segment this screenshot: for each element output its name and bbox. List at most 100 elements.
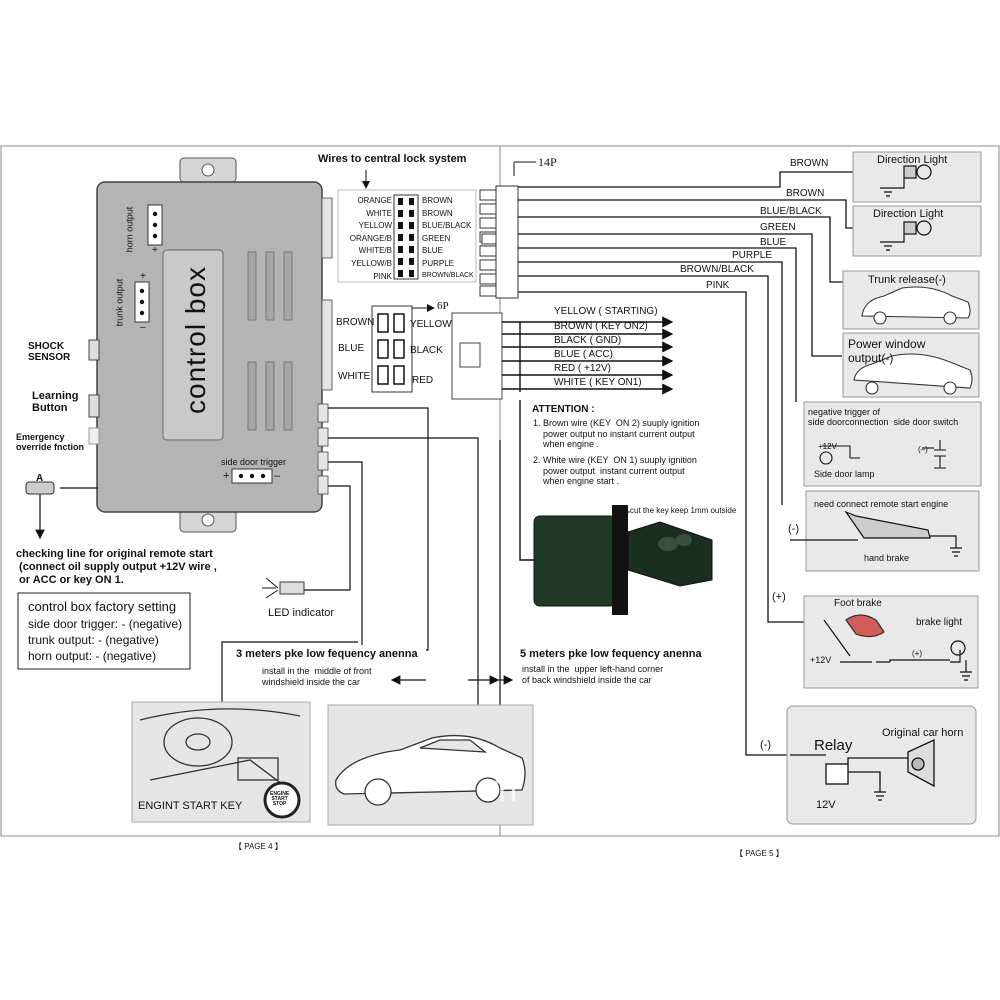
central-lock-title: Wires to central lock system: [318, 153, 467, 165]
six-pin-right-0: YELLOW: [410, 319, 452, 330]
direction-light-1-label: Direction Light: [877, 154, 948, 166]
cl-left-6: PINK: [373, 271, 392, 281]
ignition-wire-1: BROWN ( KEY ON2): [554, 321, 648, 332]
relay-label: Relay: [814, 737, 853, 754]
front-antenna-desc: install in the middle of front windshiel…: [262, 666, 372, 687]
ignition-wire-2: BLACK ( GND): [554, 335, 622, 346]
minus-label-hand: (-): [788, 523, 799, 535]
side-door-minus: (–): [918, 445, 928, 454]
six-pin-right-1: BLACK: [410, 345, 443, 356]
control-box-label-panel: [162, 249, 224, 441]
rear-antenna-desc: install in the upper left-hand corner of…: [522, 664, 664, 685]
six-pin-left-0: BROWN: [336, 317, 375, 328]
side-door-minus: –: [274, 470, 281, 482]
side-door-trigger-label: side door trigger: [221, 457, 287, 467]
fp-wire-3: GREEN: [760, 222, 796, 233]
control-box-title: control box: [180, 266, 211, 414]
ignition-wire-4: RED ( +12V): [554, 363, 611, 374]
central-lock-right-labels: BROWN BROWN BLUE/BLACK GREEN BLUE PURPLE…: [422, 196, 474, 284]
direction-light-2-label: Direction Light: [873, 208, 944, 220]
horn-plus: +: [152, 245, 158, 256]
foot-plus-label: (+): [912, 649, 922, 658]
cl-right-3: GREEN: [422, 233, 451, 243]
power-window-label: Power window output(-): [848, 337, 926, 365]
watermark: m 88.com: [486, 768, 748, 810]
side-door-lamp-label: Side door lamp: [814, 469, 875, 479]
cl-left-2: YELLOW: [358, 221, 392, 231]
six-pin-right-2: RED: [412, 375, 434, 386]
fp-wire-4: BLUE: [760, 237, 787, 248]
cl-left-5: YELLOW/B: [351, 258, 392, 268]
page-number-right: 【 PAGE 5 】: [735, 849, 784, 858]
fourteen-pin-label: 14P: [538, 155, 557, 169]
central-lock-frame: [337, 189, 477, 283]
side-door-panel: [803, 401, 982, 487]
fourteen-pin-connector: [495, 185, 519, 299]
start-button-label: ENGINE START STOP: [270, 791, 290, 807]
cl-right-6: BROWN/BLACK: [422, 271, 474, 279]
engine-start-key-label: ENGINT START KEY: [138, 800, 243, 812]
fp-wire-2: BLUE/BLACK: [760, 206, 822, 217]
trunk-release-label: Trunk release(-): [868, 274, 946, 286]
cl-right-5: PURPLE: [422, 258, 455, 268]
cl-left-0: ORANGE: [357, 196, 392, 205]
cl-right-1: BROWN: [422, 208, 453, 218]
factory-setting-line-3: horn output: - (negative): [28, 649, 157, 663]
cl-right-2: BLUE/BLACK: [422, 221, 472, 231]
remote-start-title: need connect remote start engine: [814, 499, 949, 509]
relay-12v-label: 12V: [816, 799, 836, 811]
trunk-output-label: trunk output: [114, 278, 125, 327]
horn-label: Original car horn: [882, 727, 964, 739]
central-lock-left-labels: ORANGE WHITE YELLOW ORANGE/B WHITE/B YEL…: [340, 196, 392, 284]
direction-light-panel-2: [852, 205, 982, 257]
foot-12v-label: +12V: [810, 655, 832, 665]
cl-right-0: BROWN: [422, 196, 453, 205]
fp-wire-5: PURPLE: [732, 250, 773, 261]
fp-wire-0: BROWN: [790, 158, 829, 169]
engine-start-button-graphic: [263, 781, 301, 819]
fp-wire-6: BROWN/BLACK: [680, 264, 754, 275]
ignition-wire-5: WHITE ( KEY ON1): [554, 377, 642, 388]
foot-brake-panel: [803, 595, 979, 689]
hand-brake-label: hand brake: [864, 553, 910, 563]
ignition-wire-0: YELLOW ( STARTING): [554, 306, 658, 317]
cl-left-1: WHITE: [366, 208, 392, 218]
factory-setting-title: control box factory setting: [28, 599, 177, 614]
attention-item-2: 2. White wire (KEY ON 1) suuply ignition…: [533, 455, 697, 486]
direction-light-panel-1: [852, 151, 982, 203]
ignition-cylinder: [533, 515, 617, 607]
trunk-plus: +: [140, 271, 146, 282]
side-door-12v: +12V: [818, 442, 837, 451]
emergency-override-label: Emergency override fnction: [16, 432, 85, 452]
six-pin-label: 6P: [437, 300, 449, 312]
ignition-wire-3: BLUE ( ACC): [554, 349, 613, 360]
six-pin-left-1: BLUE: [338, 343, 365, 354]
learning-button-label: Learning Button: [32, 390, 79, 414]
cl-left-4: WHITE/B: [358, 246, 392, 256]
fp-wire-1: BROWN: [786, 188, 825, 199]
trunk-minus: –: [140, 322, 146, 333]
horn-output-label: horn output: [124, 206, 135, 253]
fp-wire-7: PINK: [706, 280, 730, 291]
a-marker: A: [36, 473, 44, 484]
cl-right-4: BLUE: [422, 246, 443, 256]
six-pin-left-2: WHITE: [338, 371, 371, 382]
cl-left-3: ORANGE/B: [349, 233, 392, 243]
factory-setting-line-2: trunk output: - (negative): [28, 633, 159, 647]
factory-setting-line-1: side door trigger: - (negative): [28, 617, 183, 631]
factory-setting-box: [17, 592, 191, 670]
relay-minus-label: (-): [760, 739, 771, 751]
front-antenna-title: 3 meters pke low fequency anenna: [236, 648, 418, 660]
attention-item-1: 1. Brown wire (KEY ON 2) suuply ignition…: [533, 418, 700, 449]
shock-sensor-label: SHOCK SENSOR: [28, 341, 71, 363]
relay-horn-panel: [786, 705, 977, 825]
foot-brake-label: Foot brake: [834, 598, 882, 609]
side-door-title: negative trigger of side doorconnection …: [808, 407, 959, 427]
brake-light-label: brake light: [916, 617, 963, 628]
page-number-left: 【 PAGE 4 】: [234, 842, 283, 851]
side-door-plus: +: [223, 470, 230, 482]
checking-line-note: checking line for original remote start …: [16, 548, 217, 586]
plus-label-foot: (+): [772, 591, 786, 603]
key-note: cut the key keep 1mm outside: [630, 506, 737, 515]
